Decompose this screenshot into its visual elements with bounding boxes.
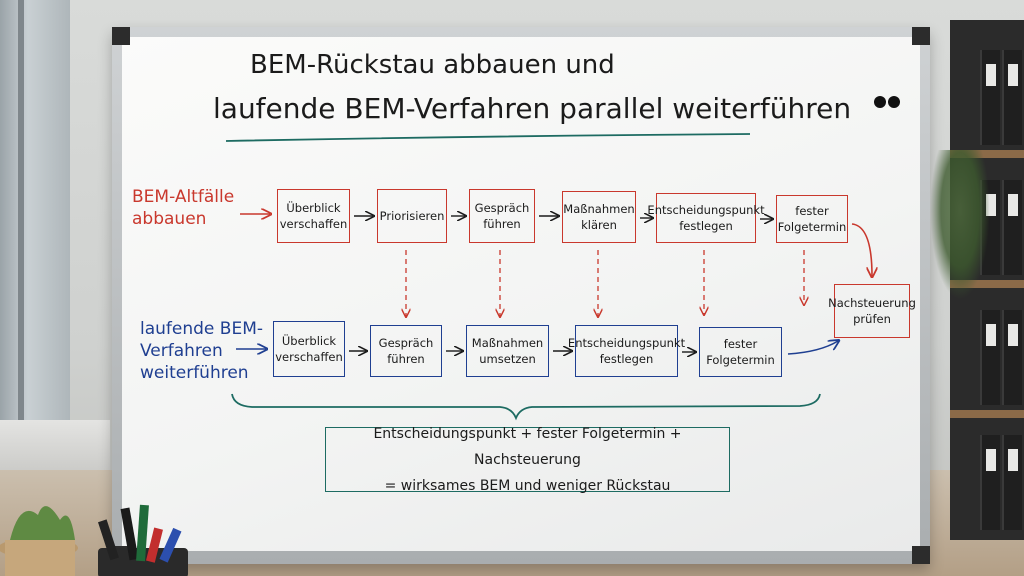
window	[0, 0, 70, 430]
plant	[930, 150, 990, 300]
row-label-laufend: laufende BEM- Verfahren weiterführen	[140, 319, 263, 383]
title-underline	[225, 133, 751, 142]
marker-icon	[159, 527, 182, 563]
step-altfaelle-6: fester Folgetermin	[776, 195, 848, 243]
step-altfaelle-5: Entscheidungspunkt festlegen	[647, 193, 765, 243]
step-altfaelle-1: Überblick verschaffen	[277, 189, 350, 243]
step-altfaelle-3: Gespräch führen	[469, 189, 535, 243]
step-laufend-2: Gespräch führen	[370, 325, 442, 377]
diagram-title-line1: BEM-Rückstau abbauen und	[250, 50, 615, 80]
step-altfaelle-4: Maßnahmen klären	[562, 191, 636, 243]
arrow-to-nachsteuerung-blue	[787, 341, 838, 355]
step-laufend-3: Maßnahmen umsetzen	[466, 325, 549, 377]
summary-brace	[231, 393, 821, 421]
diagram-title-line2: laufende BEM-Verfahren parallel weiterfü…	[213, 92, 852, 125]
step-laufend-1: Überblick verschaffen	[273, 321, 345, 377]
marker-icon	[146, 527, 163, 563]
frame-corner	[112, 27, 130, 45]
step-laufend-5: fester Folgetermin	[699, 327, 782, 377]
summary-box: Entscheidungspunkt + fester Folgetermin …	[325, 426, 730, 494]
marker-icon	[120, 507, 139, 561]
row-label-altfaelle: BEM-Altfälle abbauen	[132, 187, 235, 229]
whiteboard-surface	[122, 37, 920, 551]
marker-icon	[136, 504, 149, 562]
frame-corner	[912, 546, 930, 564]
summary-line1: Entscheidungspunkt + fester Folgetermin …	[373, 425, 682, 468]
marker-icon	[98, 519, 119, 561]
arrow-to-nachsteuerung-red	[851, 223, 872, 276]
magnet-icon	[874, 96, 886, 108]
step-nachsteuerung: Nachsteuerung prüfen	[828, 284, 916, 338]
magnet-icon	[888, 96, 900, 108]
step-altfaelle-2: Priorisieren	[377, 189, 447, 243]
frame-corner	[912, 27, 930, 45]
summary-line2: = wirksames BEM und weniger Rückstau	[384, 477, 671, 494]
step-laufend-4: Entscheidungspunkt festlegen	[568, 325, 685, 377]
